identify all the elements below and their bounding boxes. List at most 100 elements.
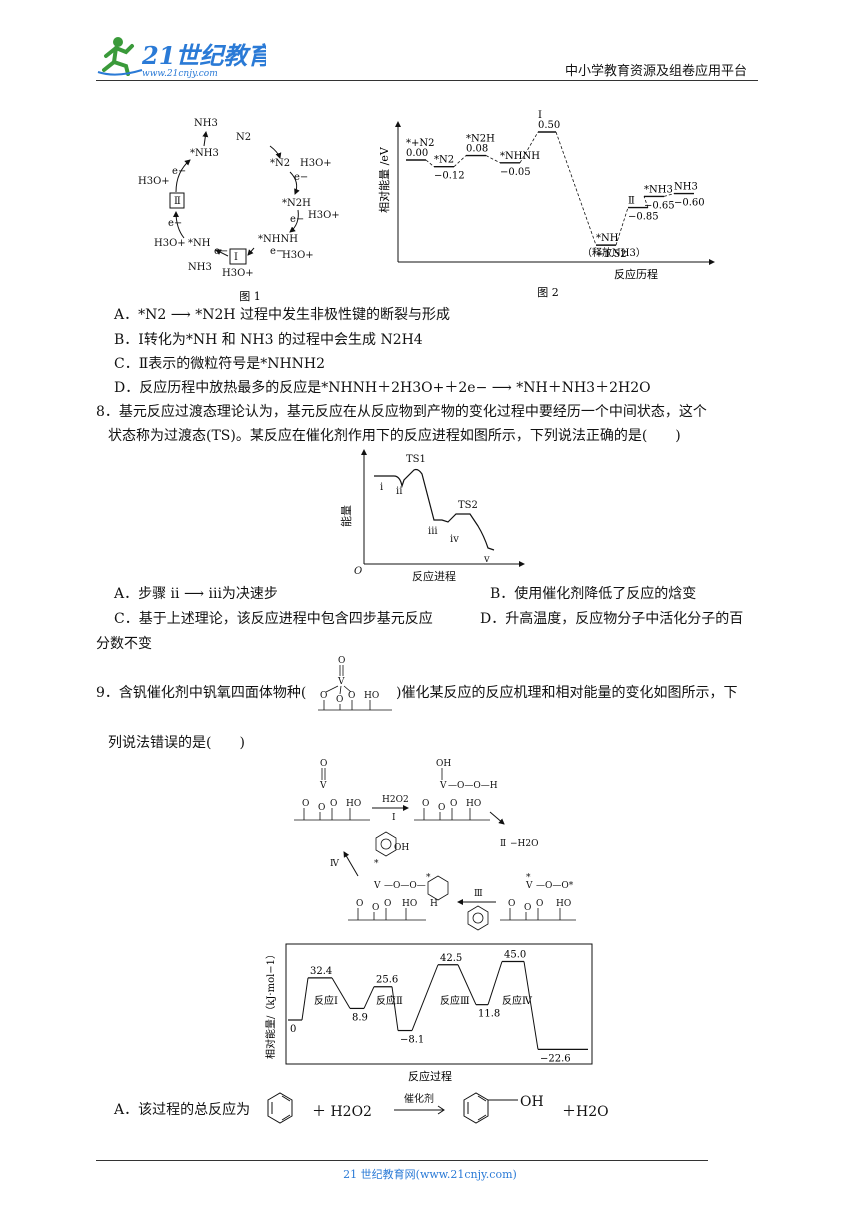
svg-text:O: O [372,903,379,913]
q9-stem: 9．含钒催化剂中钒氧四面体物种( [96,685,307,701]
fig2-connector [485,155,501,164]
fig2-species: *NHNH [500,151,540,162]
fig2-ylabel: 相对能量 /eV [378,146,391,213]
q8-xlabel: 反应进程 [412,569,456,583]
fig2-species: Ⅰ [538,110,542,121]
q9-energy-xlabel: 反应过程 [408,1069,452,1083]
q9-level-value: 0 [290,1024,296,1035]
svg-text:HO: HO [364,691,379,701]
svg-text:O: O [320,759,327,769]
q9-reaction-label: 反应Ⅳ [502,994,533,1007]
svg-text:O: O [348,691,355,701]
fig1-label: e− [270,246,284,257]
fig2-value: −0.05 [500,167,531,178]
svg-text:OH: OH [436,759,451,769]
fig1-label: *NH3 [190,148,219,159]
q8-step-label: iii [428,526,438,537]
fig1-label: *N2H [282,198,311,209]
q8-option-d-cont: 分数不变 [96,636,152,652]
fig2-species: *N2H [466,134,495,145]
fig2-species: *N2 [434,155,454,166]
svg-text:HO: HO [556,899,571,909]
figure-2-caption: 图 2 [537,286,559,299]
q8-energy-diagram: 能量 O 反应进程 i ii TS1 iii iv TS2 v [339,449,525,583]
fig2-value: −0.60 [674,198,705,209]
svg-text:OH: OH [394,843,409,853]
header-divider [96,80,758,81]
q8-stem: 8．基元反应过渡态理论认为，基元反应在从反应物到产物的变化过程中要经历一个中间状… [96,404,707,420]
svg-text:V: V [525,881,533,891]
svg-text:O: O [330,799,337,809]
fig1-label: *NHNH [258,234,298,245]
svg-text:O: O [422,799,429,809]
q9-connector [411,964,439,1031]
equation-catalyst: 催化剂 [404,1092,434,1105]
fig1-label: NH3 [194,118,218,129]
svg-text:V: V [319,781,327,791]
step-number: Ⅱ [500,839,506,849]
fig1-label: NH3 [188,262,212,273]
equation-h2o: ＋H2O [562,1104,609,1120]
q9-connector [301,977,309,1021]
svg-text:*: * [374,859,379,869]
q8-step-label: TS2 [458,500,478,511]
fig1-label: e− [290,214,304,225]
q8-option-a: A．步骤 ii ⟶ iii为决速步 [114,586,278,602]
q9-level-value: 8.9 [352,1012,368,1023]
svg-text:—O—O*: —O—O* [536,881,574,891]
fig1-label: H3O+ [138,176,170,187]
svg-text:O: O [536,899,543,909]
svg-text:V: V [373,881,381,891]
phenol-icon [463,1092,489,1124]
header-platform-text: 中小学教育资源及组卷应用平台 [565,64,748,79]
fig2-connector [425,159,435,168]
svg-text:O: O [356,899,363,909]
step-reagent: H2O2 [382,795,409,805]
fig2-value: −0.12 [434,171,465,182]
svg-text:—O—O—: —O—O— [384,881,426,891]
q8-step-label: v [483,554,490,565]
logo-text: 21世纪教育 [141,41,266,70]
fig2-connector [643,196,649,208]
figure-2-energy: 相对能量 /eV 反应历程 0.00*+N2−0.12*N20.08*N2H−0… [378,110,715,299]
fig2-value: −1.52 [596,249,627,260]
fig2-species: *NH [596,233,619,244]
step-number: Ⅰ [392,813,396,823]
svg-text:O: O [338,656,345,666]
step-number: Ⅲ [474,889,483,899]
q8-origin: O [354,566,362,577]
fig2-species: Ⅱ [628,196,635,207]
footer-divider [96,1160,708,1161]
fig1-label: *N2 [270,158,290,169]
svg-text:O: O [450,799,457,809]
fig1-label: e− [172,166,186,177]
benzene-icon [267,1092,293,1124]
fig2-value: 0.00 [406,148,428,159]
q9-option-a: A．该过程的总反应为 [114,1102,251,1118]
svg-text:V: V [337,677,345,687]
q8-step-label: iv [450,534,459,545]
q7-option-d: D．反应历程中放热最多的反应是*NHNH＋2H3O+＋2e− ⟶ *NH＋NH3… [114,380,651,396]
svg-text:HO: HO [402,899,417,909]
q9-level-value: 32.4 [310,966,332,977]
fig1-label: e− [168,218,182,229]
q9-connector [457,964,477,1005]
q9-stem: 列说法错误的是( ) [108,735,245,751]
fig1-label: H3O+ [282,250,314,261]
svg-text:O: O [302,799,309,809]
svg-text:O: O [384,899,391,909]
fig2-value: −0.85 [628,212,659,223]
q8-ylabel: 能量 [339,505,353,527]
q9-level-value: 11.8 [478,1009,500,1020]
svg-text:V: V [439,781,447,791]
figure-1-cycle: NH3 *NH3 N2 *N2 H3O+ e− *N2H e− H3O+ *NH… [138,118,340,303]
q8-step-label: TS1 [406,454,426,465]
q8-stem: 状态称为过渡态(TS)。某反应在催化剂作用下的反应进程如图所示，下列说法正确的是… [108,428,681,444]
fig2-species: *NH3 [644,184,673,195]
q9-connector [523,961,539,1050]
q9-reaction-label: 反应Ⅲ [440,994,470,1007]
fig1-label: e− [294,172,308,183]
q9-reaction-label: 反应Ⅰ [314,994,338,1007]
